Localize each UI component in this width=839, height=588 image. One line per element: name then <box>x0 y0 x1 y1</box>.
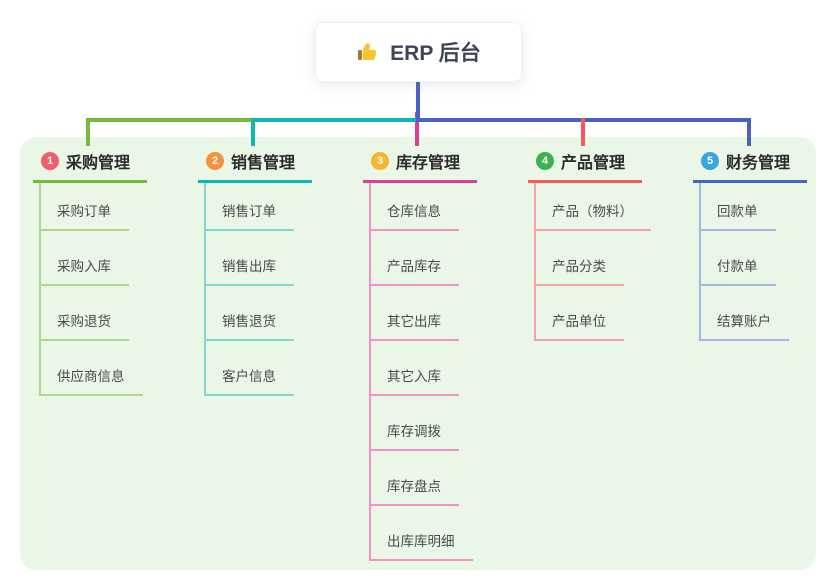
node-product-material[interactable]: 产品（物料） <box>536 183 651 231</box>
branch-product-label: 产品管理 <box>561 155 626 172</box>
connector-finance <box>747 118 751 146</box>
node-label: 库存调拨 <box>371 420 459 451</box>
node-label: 库存盘点 <box>371 475 459 506</box>
node-sales-outbound[interactable]: 销售出库 <box>206 231 294 286</box>
node-label: 产品分类 <box>536 255 624 286</box>
node-label: 客户信息 <box>206 365 294 396</box>
node-label: 产品（物料） <box>536 200 651 231</box>
branch-inventory-items: 仓库信息 产品库存 其它出库 其它入库 库存调拨 库存盘点 出库库明细 <box>369 183 473 561</box>
node-label: 采购入库 <box>41 255 129 286</box>
branch-finance: 5 财务管理 回款单 付款单 结算账户 <box>693 149 839 341</box>
root-node-erp-backend[interactable]: ERP 后台 <box>315 22 522 82</box>
branch-purchase-label: 采购管理 <box>66 155 131 172</box>
root-node-label: ERP 后台 <box>390 42 481 65</box>
connector-purchase <box>86 118 90 146</box>
branch-finance-items: 回款单 付款单 结算账户 <box>699 183 789 341</box>
branch-product-items: 产品（物料） 产品分类 产品单位 <box>534 183 651 341</box>
node-supplier-info[interactable]: 供应商信息 <box>41 341 143 396</box>
branch-sales: 2 销售管理 销售订单 销售出库 销售退货 客户信息 <box>198 149 358 396</box>
connector-rail-green <box>86 118 255 122</box>
branch-sales-items: 销售订单 销售出库 销售退货 客户信息 <box>204 183 294 396</box>
node-label: 其它出库 <box>371 310 459 341</box>
branch-purchase-items: 采购订单 采购入库 采购退货 供应商信息 <box>39 183 143 396</box>
node-label: 仓库信息 <box>371 200 459 231</box>
node-receipt-voucher[interactable]: 回款单 <box>701 183 789 231</box>
badge-1: 1 <box>41 152 59 170</box>
branch-purchase: 1 采购管理 采购订单 采购入库 采购退货 供应商信息 <box>33 149 193 396</box>
node-customer-info[interactable]: 客户信息 <box>206 341 294 396</box>
node-label: 回款单 <box>701 200 776 231</box>
branch-finance-title[interactable]: 5 财务管理 <box>693 149 807 183</box>
node-sales-return[interactable]: 销售退货 <box>206 286 294 341</box>
branch-purchase-title[interactable]: 1 采购管理 <box>33 149 147 183</box>
node-label: 销售退货 <box>206 310 294 341</box>
thumbs-up-icon <box>358 43 377 60</box>
badge-5: 5 <box>701 152 719 170</box>
badge-3: 3 <box>371 152 389 170</box>
node-purchase-return[interactable]: 采购退货 <box>41 286 143 341</box>
node-other-outbound[interactable]: 其它出库 <box>371 286 473 341</box>
node-label: 销售出库 <box>206 255 294 286</box>
node-label: 供应商信息 <box>41 365 143 396</box>
node-payment-voucher[interactable]: 付款单 <box>701 231 789 286</box>
node-label: 销售订单 <box>206 200 294 231</box>
node-label: 产品库存 <box>371 255 459 286</box>
branch-sales-label: 销售管理 <box>231 155 296 172</box>
node-label: 其它入库 <box>371 365 459 396</box>
node-other-inbound[interactable]: 其它入库 <box>371 341 473 396</box>
branch-product-title[interactable]: 4 产品管理 <box>528 149 642 183</box>
node-purchase-inbound[interactable]: 采购入库 <box>41 231 143 286</box>
node-label: 付款单 <box>701 255 776 286</box>
connector-rail-teal <box>251 118 418 122</box>
node-label: 采购退货 <box>41 310 129 341</box>
badge-2: 2 <box>206 152 224 170</box>
node-outbound-detail[interactable]: 出库库明细 <box>371 506 473 561</box>
node-label: 结算账户 <box>701 310 789 341</box>
badge-4: 4 <box>536 152 554 170</box>
branches-panel <box>20 137 816 570</box>
branch-product: 4 产品管理 产品（物料） 产品分类 产品单位 <box>528 149 688 341</box>
branch-inventory-label: 库存管理 <box>396 155 461 172</box>
connector-sales <box>251 118 255 146</box>
connector-product <box>581 118 585 146</box>
node-product-unit[interactable]: 产品单位 <box>536 286 651 341</box>
branch-sales-title[interactable]: 2 销售管理 <box>198 149 312 183</box>
connector-inventory <box>415 112 419 146</box>
node-sales-order[interactable]: 销售订单 <box>206 183 294 231</box>
branch-inventory-title[interactable]: 3 库存管理 <box>363 149 477 183</box>
node-label: 出库库明细 <box>371 530 473 561</box>
node-label: 采购订单 <box>41 200 129 231</box>
node-stock-transfer[interactable]: 库存调拨 <box>371 396 473 451</box>
node-label: 产品单位 <box>536 310 624 341</box>
root-stem <box>416 82 420 120</box>
node-warehouse-info[interactable]: 仓库信息 <box>371 183 473 231</box>
node-product-stock[interactable]: 产品库存 <box>371 231 473 286</box>
node-settlement-account[interactable]: 结算账户 <box>701 286 789 341</box>
branch-finance-label: 财务管理 <box>726 155 791 172</box>
branch-inventory: 3 库存管理 仓库信息 产品库存 其它出库 其它入库 库存调拨 库存盘点 出库库… <box>363 149 523 561</box>
node-stock-taking[interactable]: 库存盘点 <box>371 451 473 506</box>
node-purchase-order[interactable]: 采购订单 <box>41 183 143 231</box>
node-product-category[interactable]: 产品分类 <box>536 231 651 286</box>
